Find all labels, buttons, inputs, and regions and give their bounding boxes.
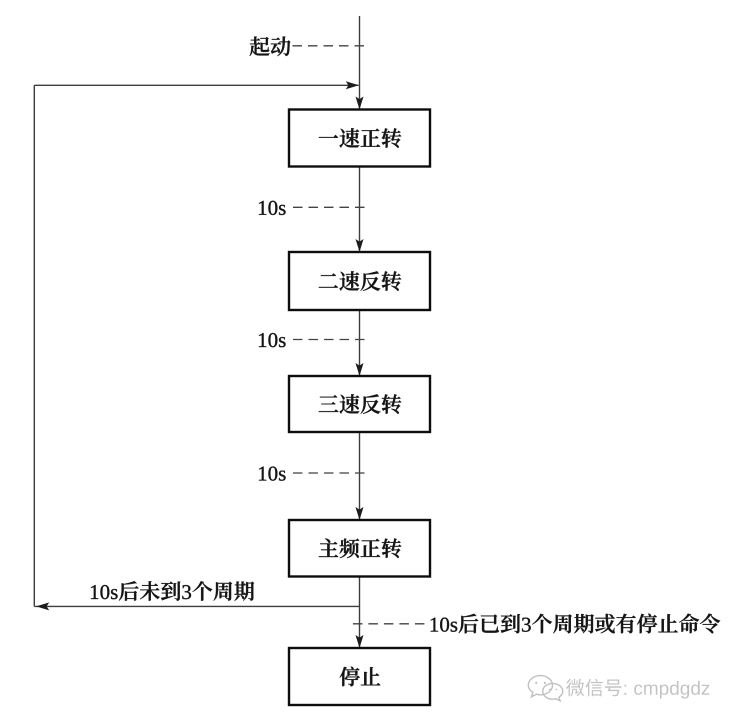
timer-label-2	[258, 332, 286, 348]
node-box-speed2-reverse	[287, 250, 432, 312]
watermark-text-glyphs	[566, 678, 710, 699]
arrowhead-into-node1	[355, 96, 364, 110]
dashed-condition-lines	[292, 45, 429, 625]
node-label-speed2-reverse	[318, 270, 402, 292]
timer-label-3-glyphs	[258, 466, 286, 481]
node-box-speed1-forward	[287, 108, 432, 168]
arrowheads	[36, 81, 364, 648]
node-label-speed1-forward	[318, 127, 402, 149]
labels	[90, 36, 721, 687]
exit-condition-label	[430, 613, 721, 634]
node-boxes	[287, 108, 432, 707]
feedback-return-arrowhead	[36, 602, 50, 611]
arrowhead-into-node5	[355, 635, 364, 648]
node-label-stop	[339, 666, 381, 687]
loop-condition-label	[90, 580, 255, 602]
wechat-icon	[527, 674, 564, 703]
node-label-speed3-reverse	[318, 393, 402, 415]
node-label-mainfreq-forward-glyphs	[318, 538, 402, 559]
timer-label-3	[258, 466, 286, 481]
watermark-text	[566, 678, 710, 699]
node-box-speed3-reverse	[287, 374, 432, 434]
node-label-mainfreq-forward	[318, 538, 402, 559]
timer-label-1	[258, 200, 286, 216]
node-box-stop	[287, 646, 432, 707]
arrowhead-into-node2	[355, 239, 364, 252]
watermark	[527, 674, 710, 703]
loop-condition-label-glyphs	[90, 580, 255, 602]
node-label-speed3-reverse-glyphs	[318, 393, 402, 415]
connector-lines	[33, 16, 361, 647]
arrowhead-into-node3	[355, 363, 364, 376]
timer-label-2-glyphs	[258, 332, 286, 348]
timer-label-1-glyphs	[258, 200, 286, 216]
start-condition-label	[249, 36, 291, 57]
node-label-speed1-forward-glyphs	[318, 127, 402, 149]
exit-condition-label-glyphs	[430, 613, 721, 634]
node-box-mainfreq-forward	[287, 518, 432, 578]
arrowhead-into-node4	[355, 507, 364, 520]
start-condition-label-glyphs	[249, 36, 291, 57]
node-label-stop-glyphs	[339, 666, 381, 687]
feedback-merge-arrowhead	[345, 81, 359, 90]
node-label-speed2-reverse-glyphs	[318, 270, 402, 292]
